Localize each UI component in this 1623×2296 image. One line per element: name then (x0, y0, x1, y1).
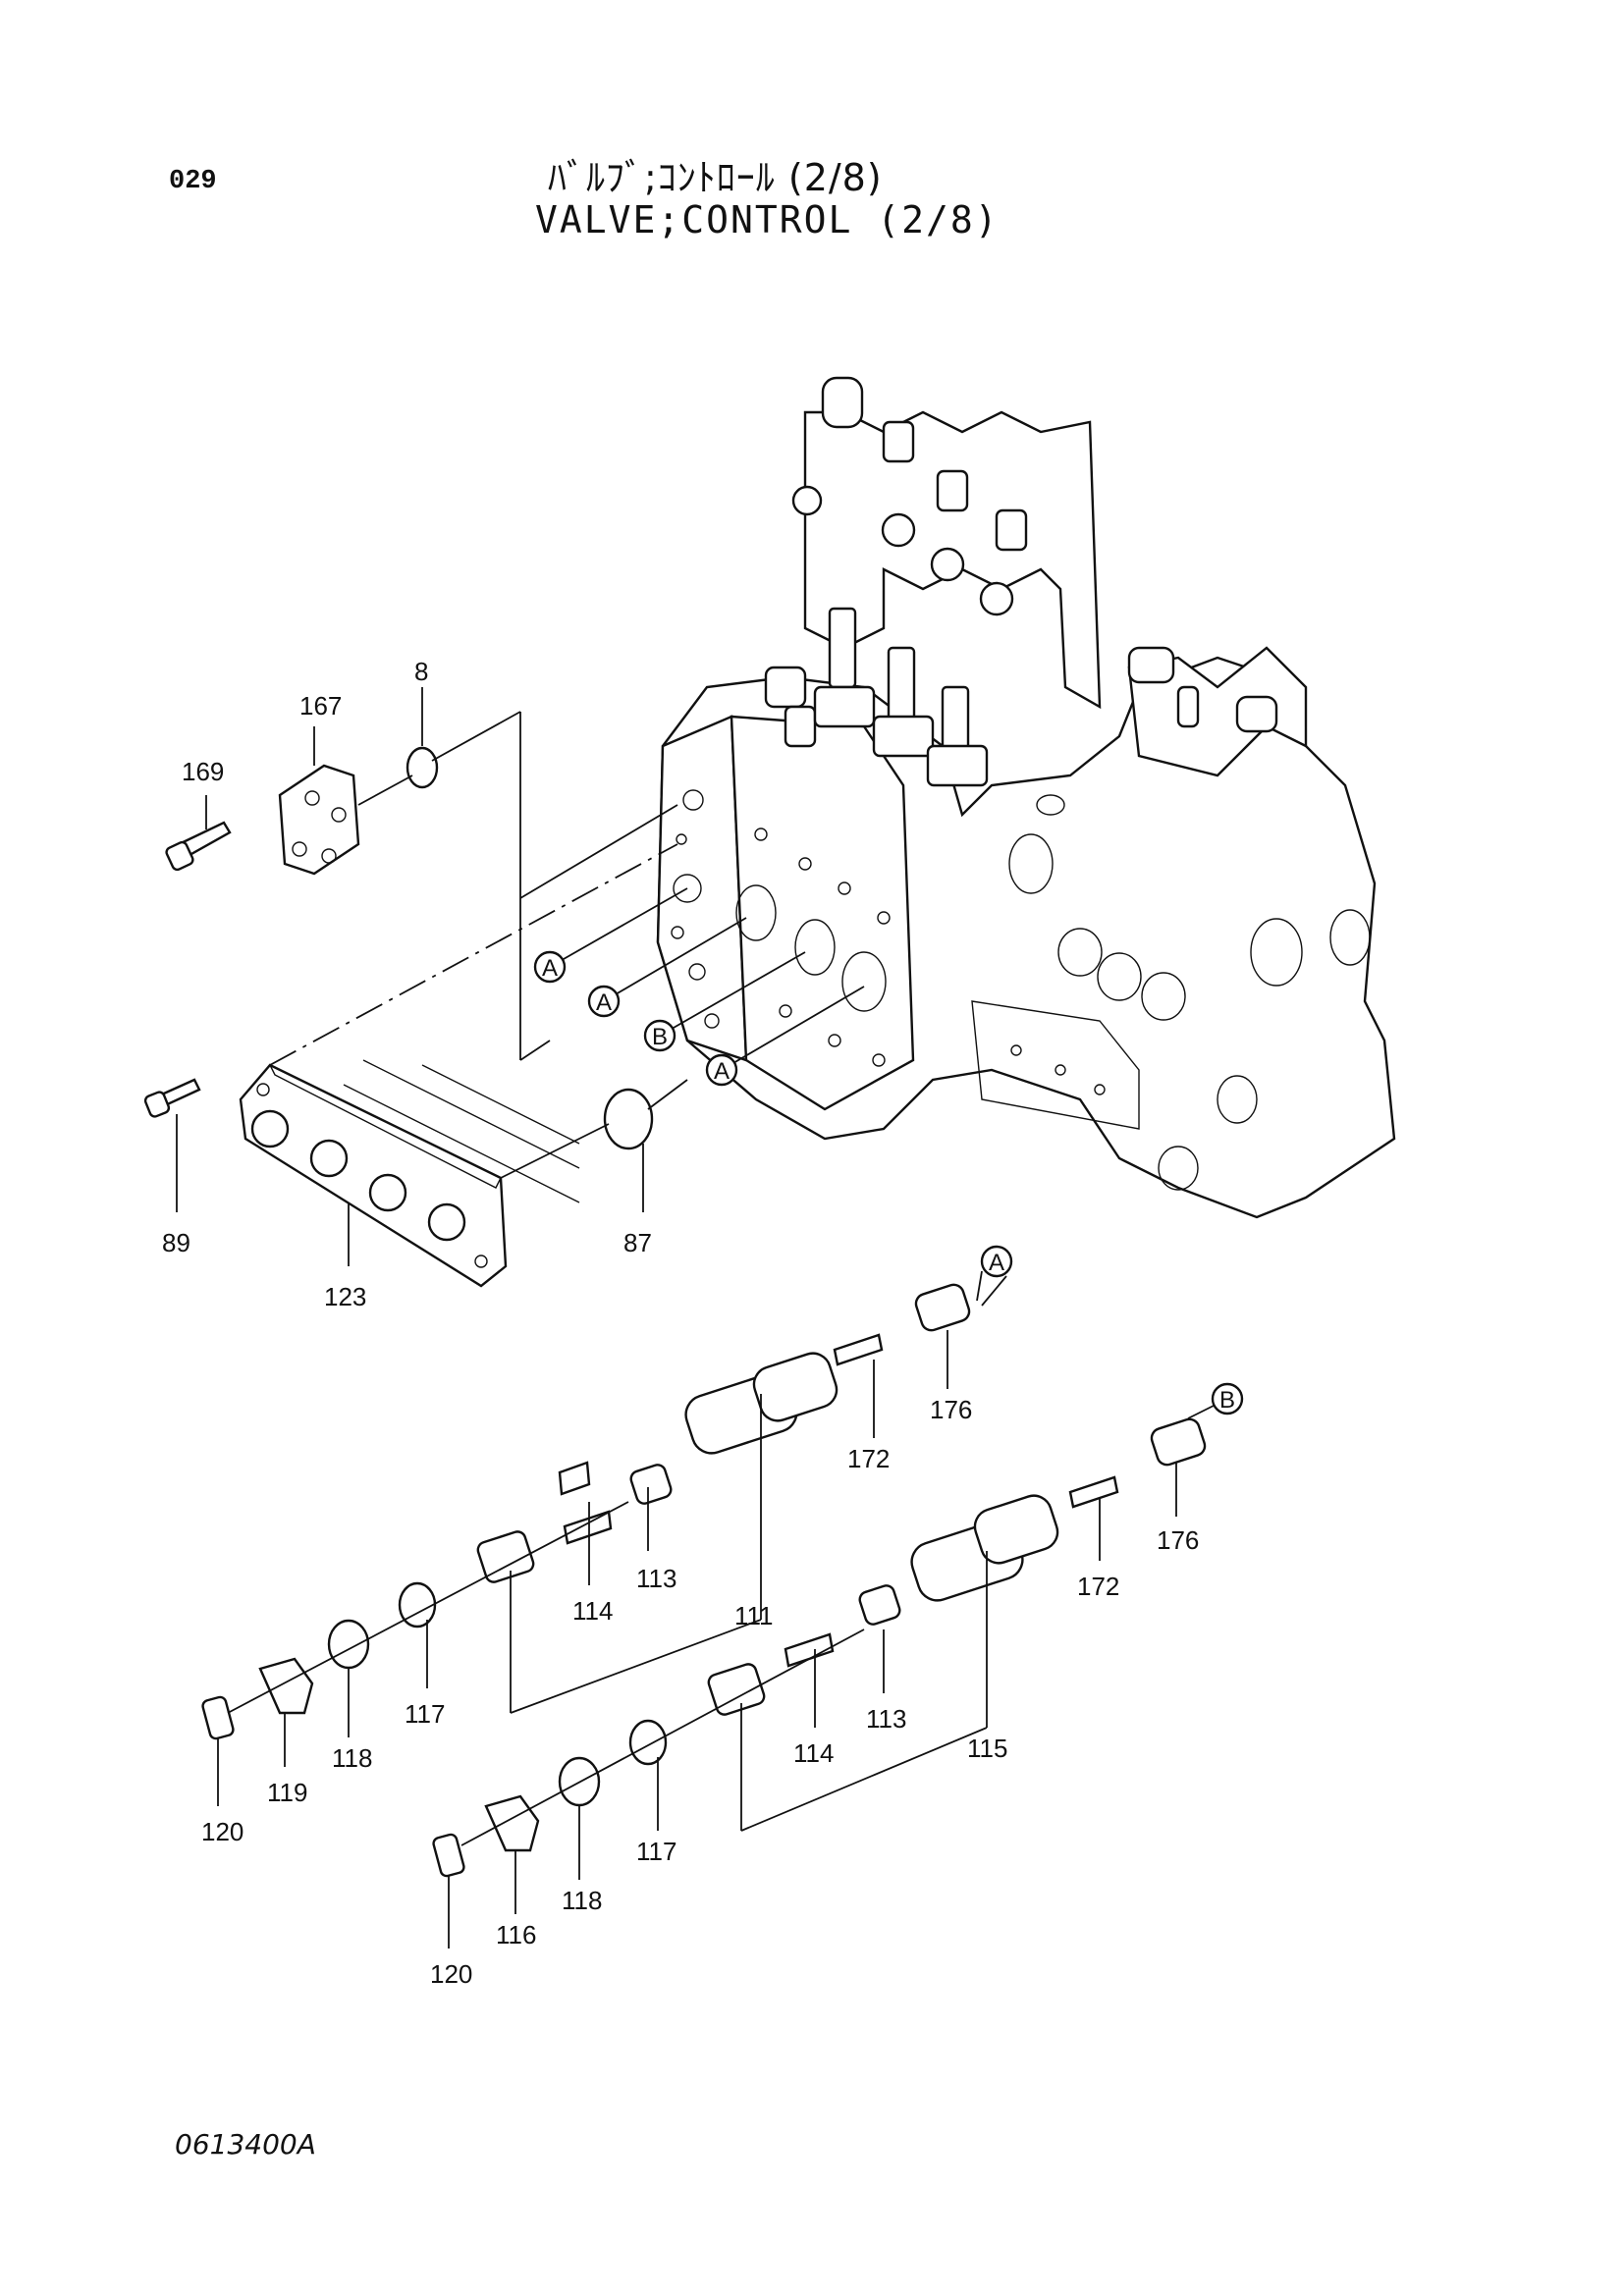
leader-lines (176, 687, 1218, 1949)
seal-120a (201, 1695, 235, 1740)
reference-marker-a4: A (980, 1245, 1013, 1278)
callout-172b: 172 (1077, 1572, 1119, 1601)
bolt-169 (165, 821, 232, 872)
callout-167: 167 (299, 691, 342, 721)
spool-assembly-111 (201, 1283, 971, 1740)
callout-89: 89 (162, 1228, 190, 1257)
callout-169: 169 (182, 757, 224, 786)
callout-176a: 176 (930, 1395, 972, 1424)
o-ring-87 (603, 1088, 654, 1150)
control-valve-body (656, 376, 1396, 1219)
plug-116 (484, 1794, 540, 1852)
title-japanese: ﾊﾞﾙﾌﾞ;ｺﾝﾄﾛｰﾙ (2/8) (548, 156, 883, 199)
callout-117b: 117 (636, 1837, 676, 1866)
callout-120a: 120 (201, 1817, 243, 1846)
svg-text:A: A (714, 1058, 730, 1085)
callout-123: 123 (324, 1282, 366, 1311)
o-ring-8 (406, 746, 439, 789)
callout-117a: 117 (405, 1699, 445, 1729)
callout-118b: 118 (562, 1886, 602, 1915)
reference-marker-a3: A (705, 1053, 738, 1087)
callout-119: 119 (267, 1778, 307, 1807)
part-callouts: 8 167 169 89 123 87 176 172 113 114 111 … (162, 657, 1199, 1989)
plug-119 (258, 1657, 314, 1715)
o-ring-117a (398, 1581, 437, 1629)
callout-111: 111 (734, 1601, 774, 1630)
callout-113a: 113 (636, 1564, 676, 1593)
reference-marker-a1: A (533, 950, 567, 984)
callout-116: 116 (496, 1920, 536, 1949)
backup-ring-118a (327, 1619, 370, 1670)
page-number: 029 (169, 167, 217, 196)
spool-assembly-115 (432, 1417, 1207, 1878)
svg-text:B: B (652, 1024, 668, 1050)
seal-120b (432, 1833, 465, 1878)
callout-115: 115 (967, 1734, 1007, 1763)
svg-text:A: A (596, 989, 612, 1016)
drawing-code: 0613400A (175, 2128, 316, 2161)
reference-marker-a2: A (587, 985, 621, 1018)
svg-text:A: A (542, 955, 558, 982)
callout-120b: 120 (430, 1959, 472, 1989)
callout-118a: 118 (332, 1743, 372, 1773)
callout-114a: 114 (572, 1596, 613, 1626)
callout-87: 87 (623, 1228, 652, 1257)
title-english: VALVE;CONTROL (2/8) (535, 198, 1000, 241)
callout-8: 8 (414, 657, 428, 686)
svg-text:A: A (989, 1250, 1004, 1276)
callout-172a: 172 (847, 1444, 890, 1473)
plate-123 (239, 1063, 508, 1288)
cover-167 (278, 764, 360, 876)
callout-114b: 114 (793, 1738, 834, 1768)
callout-113b: 113 (866, 1704, 906, 1734)
reference-marker-b2: B (1211, 1382, 1244, 1415)
bolt-89 (143, 1078, 201, 1118)
callout-176b: 176 (1157, 1525, 1199, 1555)
o-ring-117b (628, 1719, 668, 1766)
svg-text:B: B (1219, 1387, 1235, 1414)
reference-marker-b1: B (643, 1019, 676, 1052)
